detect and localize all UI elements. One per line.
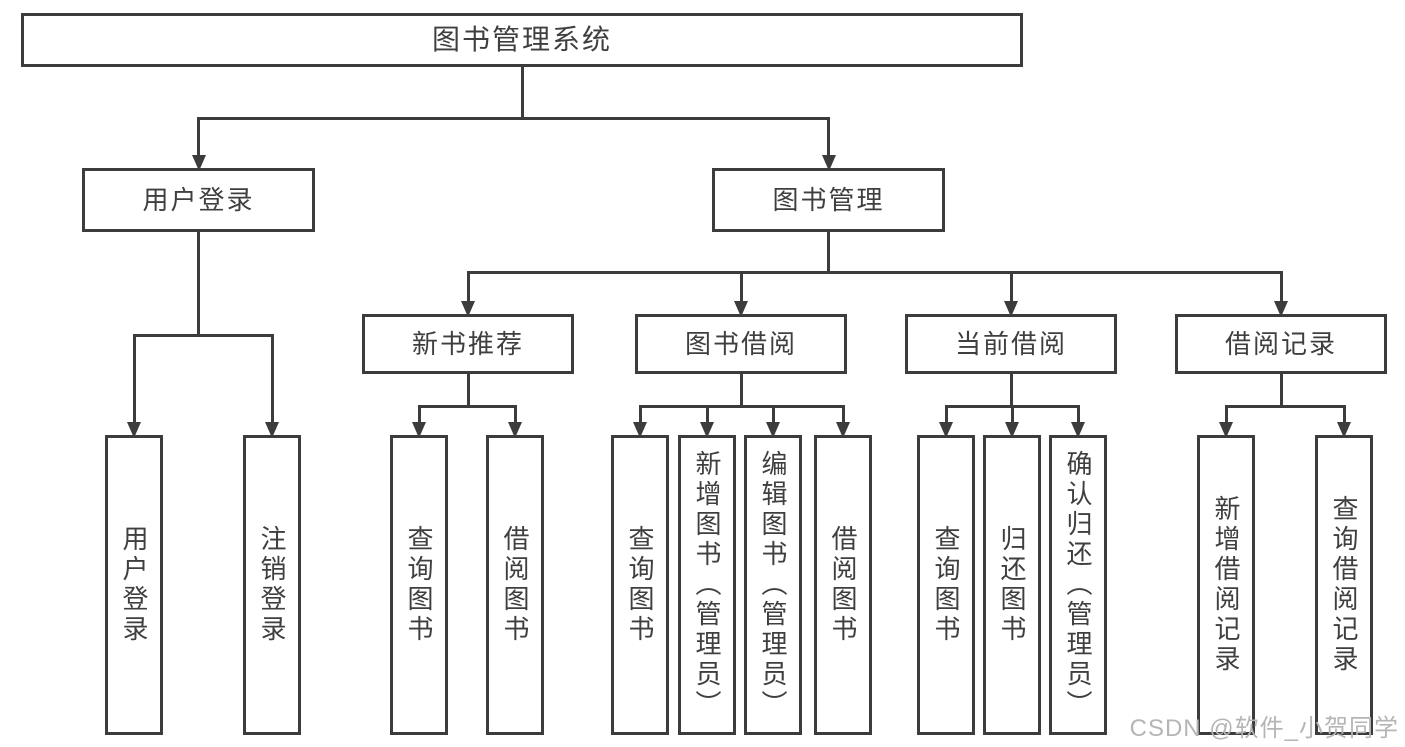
connector-drop-leaf-borrow-borrow-books [841, 406, 845, 422]
arrowhead-down-icon-current-borrowing [1004, 301, 1018, 317]
connector-stem-new-book-recommendation [466, 374, 470, 406]
arrowhead-down-icon-new-book-recommendation [461, 301, 475, 317]
connector-drop-leaf-current-return-books [1010, 406, 1014, 422]
node-leaf-borrow-add-books: 新增图书（管理员） [678, 435, 736, 735]
connector-drop-leaf-borrow-edit-books [771, 406, 775, 422]
arrowhead-down-icon-leaf-current-confirm-return [1071, 422, 1085, 438]
connector-bar-user-login-module [132, 333, 274, 337]
node-leaf-records-add-record: 新增借阅记录 [1197, 435, 1255, 735]
node-label-leaf-newrec-borrow-books: 借阅图书 [500, 525, 530, 645]
node-current-borrowing: 当前借阅 [905, 314, 1117, 374]
node-leaf-current-query-books: 查询图书 [917, 435, 975, 735]
connector-bar-book-management [466, 270, 1283, 274]
node-label-leaf-user-login: 用户登录 [119, 525, 149, 645]
arrowhead-down-icon-leaf-borrow-edit-books [766, 422, 780, 438]
node-label-leaf-borrow-borrow-books: 借阅图书 [828, 525, 858, 645]
node-label-leaf-records-query-record: 查询借阅记录 [1329, 495, 1359, 675]
node-leaf-newrec-query-books: 查询图书 [390, 435, 448, 735]
node-label-leaf-borrow-query-books: 查询图书 [625, 525, 655, 645]
connector-drop-leaf-logout-login [270, 335, 274, 422]
node-label-leaf-borrow-edit-books: 编辑图书（管理员） [758, 450, 788, 720]
connector-stem-library-system [520, 67, 524, 118]
connector-drop-borrowing-records [1279, 272, 1283, 301]
node-label-library-system: 图书管理系统 [431, 24, 612, 55]
node-leaf-borrow-borrow-books: 借阅图书 [814, 435, 872, 735]
connector-drop-book-borrowing [739, 272, 743, 301]
node-leaf-borrow-edit-books: 编辑图书（管理员） [744, 435, 802, 735]
node-leaf-borrow-query-books: 查询图书 [611, 435, 669, 735]
connector-drop-leaf-borrow-add-books [705, 406, 709, 422]
csdn-watermark: CSDN @软件_小贺同学 [1129, 715, 1399, 742]
arrowhead-down-icon-book-borrowing [734, 301, 748, 317]
node-label-leaf-current-return-books: 归还图书 [997, 525, 1027, 645]
connector-drop-current-borrowing [1009, 272, 1013, 301]
connector-stem-user-login-module [197, 232, 200, 335]
connector-bar-borrowing-records [1224, 404, 1346, 408]
node-leaf-user-login: 用户登录 [105, 435, 163, 735]
node-borrowing-records: 借阅记录 [1175, 314, 1387, 374]
connector-drop-book-management [827, 118, 830, 155]
connector-drop-user-login-module [197, 118, 200, 155]
node-new-book-recommendation: 新书推荐 [362, 314, 574, 374]
node-label-borrowing-records: 借阅记录 [1224, 329, 1337, 359]
node-label-leaf-current-confirm-return: 确认归还（管理员） [1063, 450, 1093, 720]
node-label-book-management: 图书管理 [772, 185, 885, 215]
connector-stem-borrowing-records [1279, 374, 1283, 406]
arrowhead-down-icon-borrowing-records [1274, 301, 1288, 317]
connector-stem-book-management [827, 232, 830, 272]
connector-stem-book-borrowing [739, 374, 743, 406]
node-label-leaf-records-add-record: 新增借阅记录 [1211, 495, 1241, 675]
arrowhead-down-icon-leaf-current-return-books [1005, 422, 1019, 438]
connector-drop-leaf-newrec-borrow-books [513, 406, 517, 422]
node-user-login-module: 用户登录 [82, 168, 315, 232]
connector-stem-current-borrowing [1009, 374, 1013, 406]
connector-bar-book-borrowing [638, 404, 845, 408]
node-leaf-logout-login: 注销登录 [243, 435, 301, 735]
node-label-leaf-borrow-add-books: 新增图书（管理员） [692, 450, 722, 720]
node-label-book-borrowing: 图书借阅 [684, 329, 797, 359]
connector-drop-leaf-records-add-record [1224, 406, 1228, 422]
arrowhead-down-icon-leaf-records-query-record [1337, 422, 1351, 438]
node-label-current-borrowing: 当前借阅 [954, 329, 1067, 359]
node-label-new-book-recommendation: 新书推荐 [411, 329, 524, 359]
node-leaf-current-confirm-return: 确认归还（管理员） [1049, 435, 1107, 735]
node-leaf-newrec-borrow-books: 借阅图书 [486, 435, 544, 735]
connector-drop-leaf-borrow-query-books [638, 406, 642, 422]
arrowhead-down-icon-user-login-module [191, 155, 206, 171]
connector-drop-leaf-current-query-books [944, 406, 948, 422]
connector-drop-leaf-newrec-query-books [417, 406, 421, 422]
connector-bar-library-system [197, 116, 830, 120]
arrowhead-down-icon-book-management [821, 155, 836, 171]
arrowhead-down-icon-leaf-logout-login [265, 422, 279, 438]
arrowhead-down-icon-leaf-user-login [127, 422, 141, 438]
node-leaf-records-query-record: 查询借阅记录 [1315, 435, 1373, 735]
node-label-user-login-module: 用户登录 [142, 185, 255, 215]
connector-drop-new-book-recommendation [466, 272, 470, 301]
node-label-leaf-current-query-books: 查询图书 [931, 525, 961, 645]
connector-drop-leaf-records-query-record [1342, 406, 1346, 422]
arrowhead-down-icon-leaf-borrow-query-books [633, 422, 647, 438]
node-leaf-current-return-books: 归还图书 [983, 435, 1041, 735]
connector-drop-leaf-current-confirm-return [1076, 406, 1080, 422]
node-library-system: 图书管理系统 [21, 13, 1023, 67]
node-label-leaf-logout-login: 注销登录 [257, 525, 287, 645]
node-label-leaf-newrec-query-books: 查询图书 [404, 525, 434, 645]
arrowhead-down-icon-leaf-borrow-add-books [700, 422, 714, 438]
node-book-management: 图书管理 [712, 168, 945, 232]
arrowhead-down-icon-leaf-records-add-record [1219, 422, 1233, 438]
arrowhead-down-icon-leaf-borrow-borrow-books [836, 422, 850, 438]
connector-drop-leaf-user-login [132, 335, 136, 422]
node-book-borrowing: 图书借阅 [635, 314, 847, 374]
connector-bar-new-book-recommendation [417, 404, 517, 408]
arrowhead-down-icon-leaf-current-query-books [939, 422, 953, 438]
arrowhead-down-icon-leaf-newrec-query-books [412, 422, 426, 438]
arrowhead-down-icon-leaf-newrec-borrow-books [508, 422, 522, 438]
